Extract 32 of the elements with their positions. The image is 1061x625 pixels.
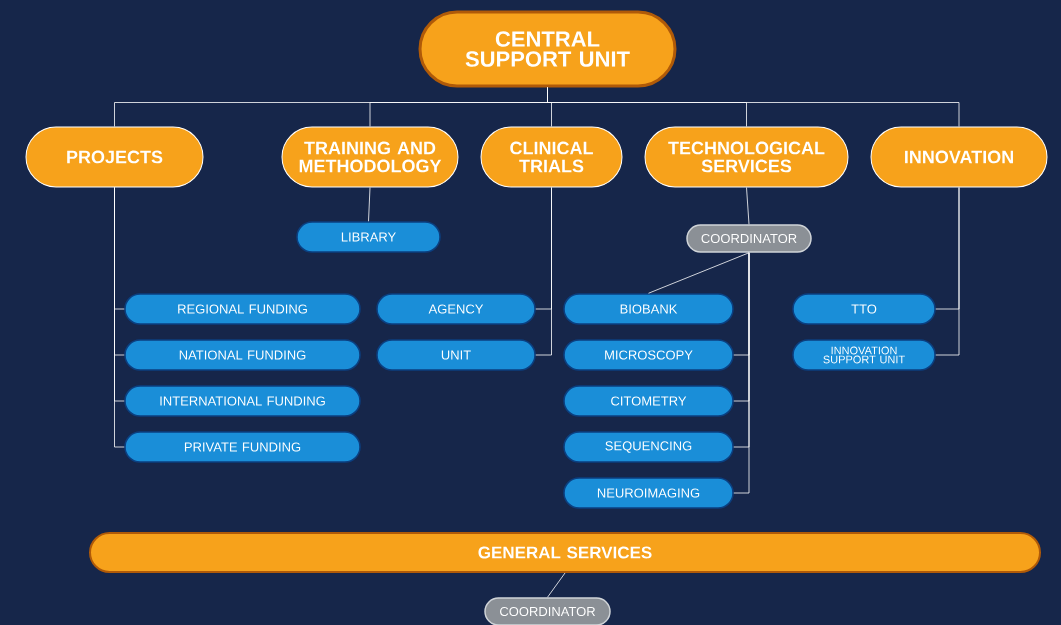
unit-box: INTERNATIONAL FUNDING <box>124 385 361 417</box>
coordinator-box: COORDINATOR <box>484 597 611 625</box>
unit-box: AGENCY <box>376 293 536 325</box>
connector-line <box>746 187 750 225</box>
connector-line <box>935 187 960 356</box>
connector-line <box>733 252 750 494</box>
unit-box: BIOBANK <box>563 293 734 325</box>
section-box: TRAINING AND METHODOLOGY <box>281 126 459 188</box>
unit-box: NATIONAL FUNDING <box>124 339 361 371</box>
unit-box: NEUROIMAGING <box>563 477 734 509</box>
connector-line <box>368 187 371 222</box>
unit-box: PRIVATE FUNDING <box>124 431 361 463</box>
section-band: GENERAL SERVICES <box>89 532 1041 573</box>
section-box: CLINICAL TRIALS <box>480 126 623 188</box>
section-box: PROJECTS <box>25 126 204 188</box>
connector-line <box>547 87 960 127</box>
unit-box: SEQUENCING <box>563 431 734 463</box>
unit-box: CITOMETRY <box>563 385 734 417</box>
unit-box: UNIT <box>376 339 536 371</box>
section-box: INNOVATION <box>870 126 1048 188</box>
section-box: TECHNOLOGICAL SERVICES <box>644 126 849 188</box>
unit-box: MICROSCOPY <box>563 339 734 371</box>
connector-line <box>535 187 552 356</box>
connector-line <box>648 252 750 294</box>
unit-box: LIBRARY <box>296 221 441 253</box>
coordinator-box: COORDINATOR <box>686 224 812 253</box>
main-box: CENTRAL SUPPORT UNIT <box>418 10 677 88</box>
unit-box: TTO <box>792 293 936 325</box>
unit-box: REGIONAL FUNDING <box>124 293 361 325</box>
connector-line <box>114 187 125 448</box>
unit-box: INNOVATION SUPPORT UNIT <box>792 339 936 371</box>
connector-line <box>547 572 566 598</box>
